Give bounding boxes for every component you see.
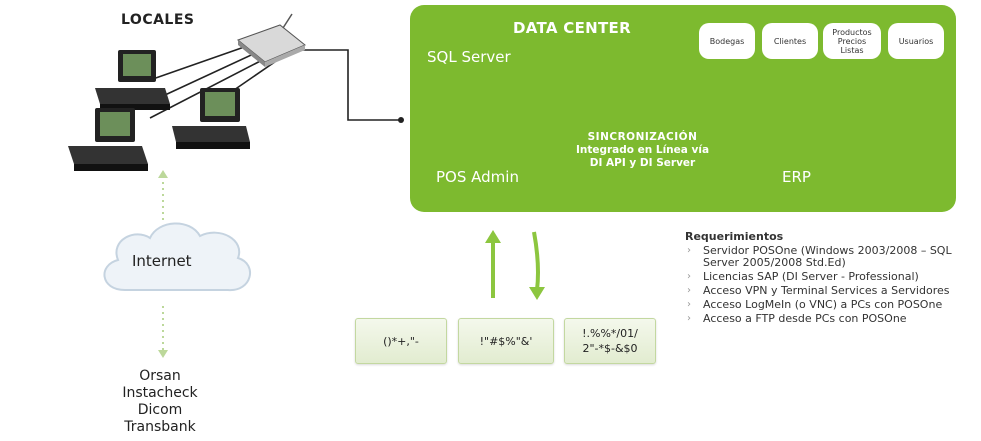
list-item: › Acceso a FTP desde PCs con POSOne	[685, 313, 975, 325]
pos-terminal-icon	[68, 108, 148, 171]
chevron-right-icon: ›	[687, 285, 691, 296]
erp-label: ERP	[782, 168, 811, 186]
partner-name: Dicom	[137, 402, 183, 418]
connection-dot	[398, 117, 404, 123]
requirement-text: Acceso a FTP desde PCs con POSOne	[703, 312, 907, 325]
list-item: › Acceso VPN y Terminal Services a Servid…	[685, 285, 975, 297]
pos-admin-label: POS Admin	[436, 168, 519, 186]
requirement-text: Licencias SAP (DI Server - Professional)	[703, 270, 919, 283]
cloud-icon	[103, 222, 251, 292]
list-item: › Servidor POSOne (Windows 2003/2008 – SQ…	[685, 245, 975, 269]
sync-line: Integrado en Línea vía	[575, 144, 710, 156]
chevron-right-icon: ›	[687, 299, 691, 310]
requirement-text: Acceso LogMeIn (o VNC) a PCs con POSOne	[703, 298, 943, 311]
pos-terminal-icon	[172, 88, 250, 149]
router-icon	[236, 13, 306, 67]
module-box: !"#$%"&'	[458, 318, 554, 364]
up-arrow-icon	[485, 230, 501, 298]
pos-terminal-icon	[95, 50, 170, 110]
down-arrow-icon	[529, 231, 545, 300]
requirements-title: Requerimientos	[685, 230, 784, 243]
chevron-right-icon: ›	[687, 313, 691, 324]
sql-server-label: SQL Server	[427, 48, 511, 66]
chevron-right-icon: ›	[687, 245, 691, 256]
requirement-text: Acceso VPN y Terminal Services a Servido…	[703, 284, 950, 297]
requirements-list: Requerimientos › Servidor POSOne (Windows…	[685, 230, 975, 325]
internet-label: Internet	[132, 252, 192, 270]
sync-title: SINCRONIZACIÓN	[587, 131, 698, 143]
pill-bodegas: Bodegas	[699, 23, 755, 59]
module-box: ()*+,"-	[355, 318, 447, 364]
chevron-right-icon: ›	[687, 271, 691, 282]
pill-usuarios: Usuarios	[888, 23, 944, 59]
pill-productos: Productos Precios Listas	[823, 23, 881, 59]
list-item: › Licencias SAP (DI Server - Professional…	[685, 271, 975, 283]
partner-name: Orsan	[139, 368, 181, 384]
pill-clientes: Clientes	[762, 23, 818, 59]
partner-name: Transbank	[124, 419, 196, 435]
partners-list: Orsan Instacheck Dicom Transbank	[110, 368, 210, 436]
module-box: !.%%*/01/ 2"-*$-&$0	[564, 318, 656, 364]
partner-name: Instacheck	[122, 385, 198, 401]
data-center-title: DATA CENTER	[513, 19, 631, 37]
list-item: › Acceso LogMeIn (o VNC) a PCs con POSOne	[685, 299, 975, 311]
sync-line: DI API y DI Server	[589, 157, 696, 169]
locales-title: LOCALES	[121, 12, 195, 28]
requirement-text: Servidor POSOne (Windows 2003/2008 – SQL…	[703, 244, 952, 269]
sync-text: SINCRONIZACIÓN Integrado en Línea vía DI…	[545, 131, 740, 170]
